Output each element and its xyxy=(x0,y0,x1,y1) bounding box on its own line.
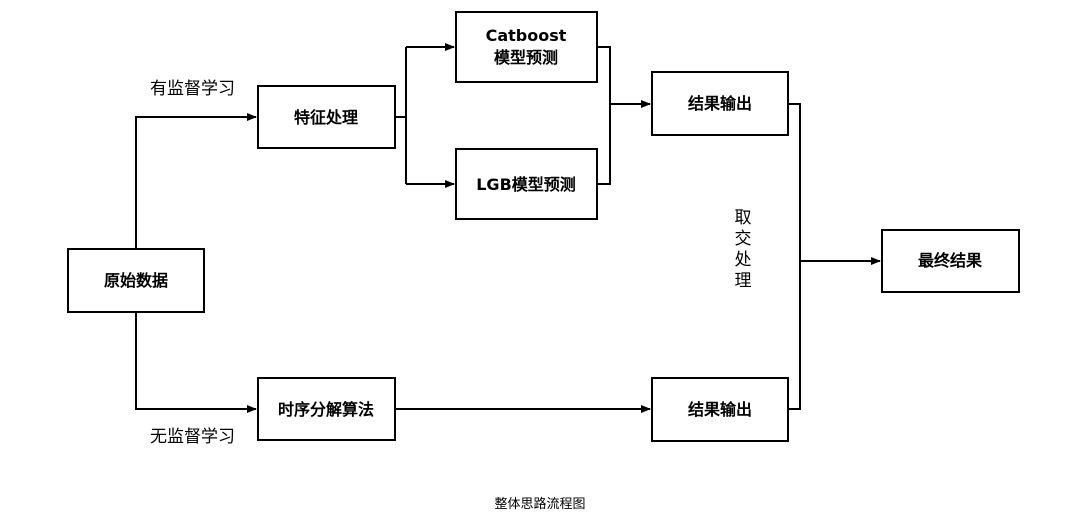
label-intersection-char-3: 处 xyxy=(735,250,752,270)
edge-results-merge xyxy=(788,103,801,410)
node-result-bottom: 结果输出 xyxy=(651,377,789,442)
diagram-caption: 整体思路流程图 xyxy=(494,496,585,512)
node-result-top-label: 结果输出 xyxy=(687,94,752,113)
node-feature-processing-label: 特征处理 xyxy=(294,108,358,127)
node-lgb-label: LGB模型预测 xyxy=(476,175,576,194)
label-intersection-char-2: 交 xyxy=(735,229,752,249)
label-intersection-char-4: 理 xyxy=(735,271,752,291)
edge-raw-to-feature xyxy=(135,113,257,249)
label-intersection-char-1: 取 xyxy=(735,208,752,228)
node-result-top: 结果输出 xyxy=(651,71,789,136)
node-raw-data: 原始数据 xyxy=(67,248,205,313)
label-unsupervised: 无监督学习 xyxy=(150,427,235,447)
node-catboost-label-line2: 模型预测 xyxy=(494,48,558,67)
edge-models-merge xyxy=(597,46,611,185)
label-supervised: 有监督学习 xyxy=(150,79,235,99)
node-lgb: LGB模型预测 xyxy=(455,148,598,220)
node-final: 最终结果 xyxy=(881,229,1020,293)
node-raw-data-label: 原始数据 xyxy=(104,271,168,290)
edge-raw-to-timeseries xyxy=(135,312,257,413)
connectors xyxy=(135,43,881,413)
node-final-label: 最终结果 xyxy=(918,251,982,270)
node-time-series-label: 时序分解算法 xyxy=(278,400,374,419)
node-result-bottom-label: 结果输出 xyxy=(687,400,752,419)
node-feature-processing: 特征处理 xyxy=(257,85,396,149)
node-time-series: 时序分解算法 xyxy=(257,377,396,441)
node-catboost-label-line1: Catboost xyxy=(486,26,567,45)
node-catboost: Catboost 模型预测 xyxy=(455,11,598,83)
label-intersection: 取 交 处 理 xyxy=(735,208,752,291)
